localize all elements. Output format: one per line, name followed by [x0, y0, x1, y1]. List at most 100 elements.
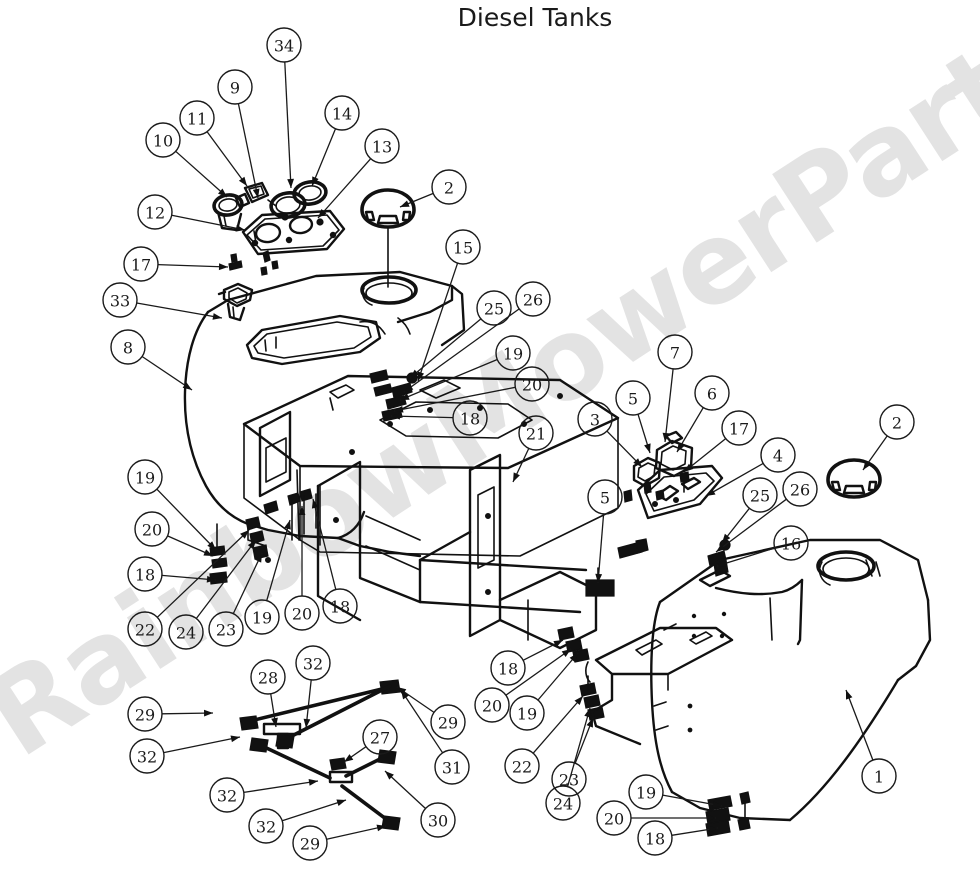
- callout-12[interactable]: 12: [137, 194, 246, 232]
- callout-bubble[interactable]: [217, 69, 253, 105]
- callout-32[interactable]: 32: [209, 777, 319, 813]
- callout-18[interactable]: 18: [311, 498, 358, 624]
- callout-13[interactable]: 13: [317, 128, 400, 219]
- callout-bubble[interactable]: [495, 335, 531, 371]
- callout-25[interactable]: 25: [721, 477, 778, 544]
- callout-10[interactable]: 10: [145, 122, 228, 198]
- callout-bubble[interactable]: [430, 704, 466, 740]
- callout-20[interactable]: 20: [134, 511, 214, 557]
- callout-bubble[interactable]: [127, 459, 163, 495]
- callout-bubble[interactable]: [266, 27, 302, 63]
- callout-22[interactable]: 22: [127, 529, 250, 647]
- callout-8[interactable]: 8: [110, 329, 193, 391]
- callout-20[interactable]: 20: [596, 800, 716, 836]
- callout-17[interactable]: 17: [123, 246, 229, 282]
- callout-bubble[interactable]: [179, 100, 215, 136]
- callout-bubble[interactable]: [587, 479, 623, 515]
- callout-bubble[interactable]: [514, 366, 550, 402]
- callout-18[interactable]: 18: [637, 820, 719, 856]
- callout-bubble[interactable]: [721, 410, 757, 446]
- callout-bubble[interactable]: [657, 334, 693, 370]
- callout-18[interactable]: 18: [390, 400, 488, 436]
- callout-19[interactable]: 19: [628, 774, 723, 810]
- callout-16[interactable]: 16: [716, 525, 809, 567]
- callout-bubble[interactable]: [637, 820, 673, 856]
- callout-2[interactable]: 2: [862, 404, 915, 471]
- callout-25[interactable]: 25: [409, 290, 512, 379]
- callout-20[interactable]: 20: [284, 506, 320, 631]
- callout-1[interactable]: 1: [845, 689, 897, 794]
- callout-5[interactable]: 5: [587, 479, 623, 584]
- callout-bubble[interactable]: [452, 400, 488, 436]
- callout-23[interactable]: 23: [551, 717, 594, 797]
- callout-28[interactable]: 28: [250, 659, 286, 728]
- callout-11[interactable]: 11: [179, 100, 248, 187]
- callout-18[interactable]: 18: [490, 639, 564, 686]
- callout-9[interactable]: 9: [217, 69, 260, 199]
- callout-bubble[interactable]: [577, 401, 613, 437]
- callout-bubble[interactable]: [596, 800, 632, 836]
- callout-23[interactable]: 23: [208, 552, 263, 647]
- callout-32[interactable]: 32: [129, 735, 241, 774]
- callout-34[interactable]: 34: [266, 27, 302, 189]
- callout-bubble[interactable]: [127, 556, 163, 592]
- callout-bubble[interactable]: [127, 696, 163, 732]
- callout-bubble[interactable]: [545, 785, 581, 821]
- callout-bubble[interactable]: [364, 128, 400, 164]
- callout-bubble[interactable]: [248, 808, 284, 844]
- callout-31[interactable]: 31: [400, 689, 470, 785]
- callout-bubble[interactable]: [518, 415, 554, 451]
- callout-5[interactable]: 5: [615, 380, 651, 454]
- callout-bubble[interactable]: [420, 802, 456, 838]
- callout-bubble[interactable]: [742, 477, 778, 513]
- callout-15[interactable]: 15: [417, 229, 481, 382]
- callout-17[interactable]: 17: [683, 410, 757, 473]
- callout-bubble[interactable]: [123, 246, 159, 282]
- callout-29[interactable]: 29: [127, 696, 214, 732]
- callout-bubble[interactable]: [284, 595, 320, 631]
- callout-bubble[interactable]: [551, 761, 587, 797]
- callout-bubble[interactable]: [694, 375, 730, 411]
- callout-bubble[interactable]: [110, 329, 146, 365]
- callout-22[interactable]: 22: [504, 695, 584, 784]
- callout-bubble[interactable]: [209, 777, 245, 813]
- callout-4[interactable]: 4: [705, 437, 796, 497]
- callout-bubble[interactable]: [879, 404, 915, 440]
- callout-bubble[interactable]: [474, 687, 510, 723]
- callout-bubble[interactable]: [137, 194, 173, 230]
- callout-bubble[interactable]: [168, 614, 204, 650]
- callout-20[interactable]: 20: [474, 648, 572, 723]
- callout-bubble[interactable]: [515, 281, 551, 317]
- callout-bubble[interactable]: [129, 738, 165, 774]
- callout-bubble[interactable]: [102, 282, 138, 318]
- callout-32[interactable]: 32: [295, 645, 331, 729]
- callout-bubble[interactable]: [861, 758, 897, 794]
- callout-bubble[interactable]: [509, 695, 545, 731]
- callout-bubble[interactable]: [127, 611, 163, 647]
- callout-19[interactable]: 19: [399, 335, 531, 401]
- callout-bubble[interactable]: [445, 229, 481, 265]
- callout-14[interactable]: 14: [311, 95, 360, 187]
- callout-bubble[interactable]: [250, 659, 286, 695]
- callout-bubble[interactable]: [295, 645, 331, 681]
- callout-bubble[interactable]: [760, 437, 796, 473]
- callout-bubble[interactable]: [362, 719, 398, 755]
- callout-bubble[interactable]: [628, 774, 664, 810]
- callout-19[interactable]: 19: [509, 652, 579, 731]
- callout-bubble[interactable]: [434, 749, 470, 785]
- callout-30[interactable]: 30: [384, 770, 456, 838]
- callout-26[interactable]: 26: [403, 281, 551, 393]
- callout-19[interactable]: 19: [127, 459, 217, 551]
- callout-bubble[interactable]: [773, 525, 809, 561]
- callout-24[interactable]: 24: [168, 539, 257, 650]
- callout-bubble[interactable]: [504, 748, 540, 784]
- callout-26[interactable]: 26: [715, 471, 818, 553]
- callout-2[interactable]: 2: [399, 169, 467, 208]
- callout-3[interactable]: 3: [577, 401, 643, 468]
- callout-bubble[interactable]: [134, 511, 170, 547]
- callout-bubble[interactable]: [208, 611, 244, 647]
- callout-bubble[interactable]: [244, 599, 280, 635]
- callout-20[interactable]: 20: [393, 366, 550, 413]
- callout-bubble[interactable]: [292, 825, 328, 861]
- callout-27[interactable]: 27: [343, 719, 398, 763]
